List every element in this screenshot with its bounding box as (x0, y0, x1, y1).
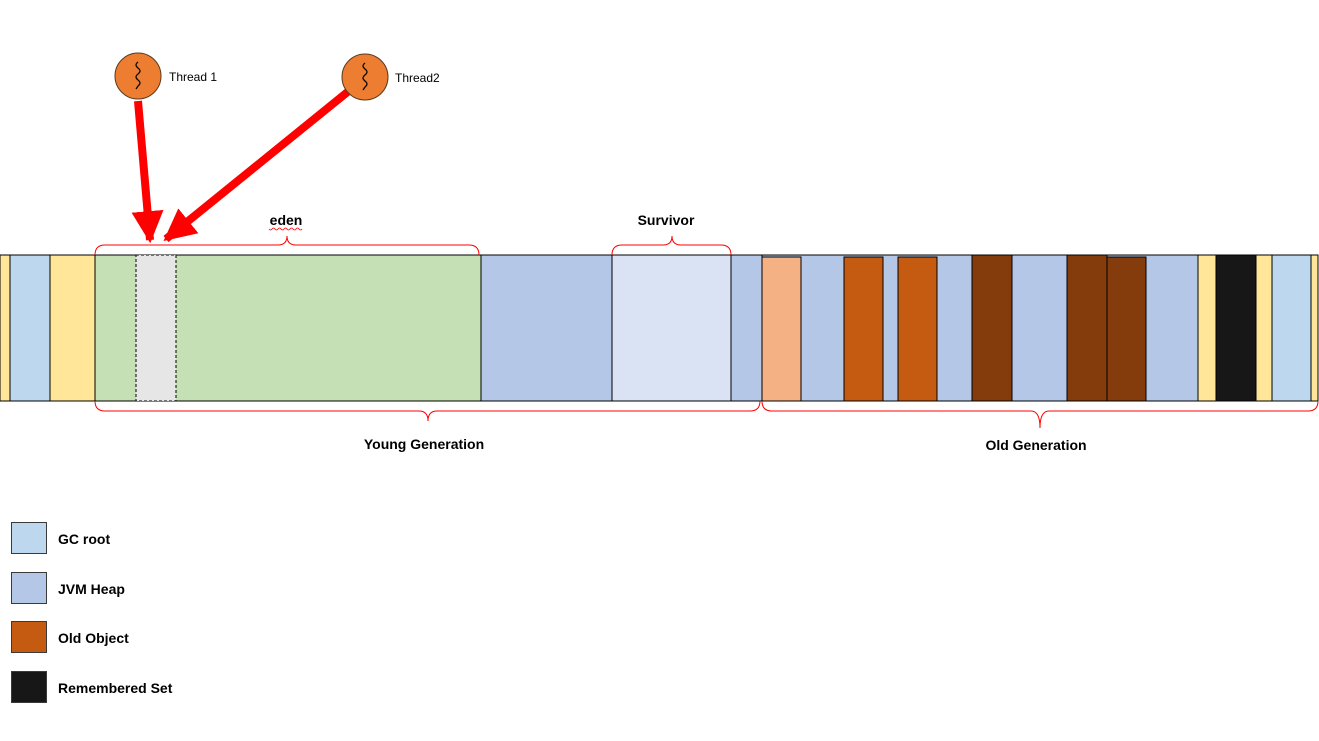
old-object-dark (1106, 256, 1147, 402)
thread2-label: Thread2 (395, 71, 440, 85)
legend-swatch (11, 621, 47, 653)
thread1-icon (114, 52, 162, 100)
heap-segment-yellow (1197, 254, 1217, 402)
legend-label: Remembered Set (58, 680, 173, 696)
survivor-brace (611, 235, 732, 256)
thread1-label: Thread 1 (169, 70, 217, 84)
legend-label: JVM Heap (58, 581, 125, 597)
legend-swatch (11, 671, 47, 703)
heap-segment-yellow (49, 254, 96, 402)
eden-label: eden (270, 212, 303, 228)
legend-item-jvm-heap: JVM Heap (10, 572, 310, 606)
heap-segment-yellow (1310, 254, 1319, 402)
heap-segment-yellow (1255, 254, 1273, 402)
old-object (897, 256, 938, 402)
old-generation-label: Old Generation (985, 437, 1086, 453)
legend-item-remembered-set: Remembered Set (10, 671, 310, 705)
young-generation-brace (94, 400, 761, 422)
thread-squiggle-icon (135, 61, 141, 90)
legend-item-gc-root: GC root (10, 522, 310, 556)
young-object-light (761, 256, 802, 402)
heap-segment-yellow (0, 254, 11, 402)
legend-item-old-object: Old Object (10, 621, 310, 655)
heap-bar (0, 254, 1319, 402)
legend-swatch (11, 572, 47, 604)
eden-spellcheck-underline (268, 227, 303, 231)
tlab-block (135, 254, 177, 402)
heap-segment-jvm-heap (480, 254, 613, 402)
legend-label: GC root (58, 531, 111, 547)
old-generation-brace (761, 400, 1319, 429)
old-object-dark (1066, 254, 1108, 402)
eden-brace (94, 235, 480, 256)
legend-label: Old Object (58, 630, 129, 646)
remembered-set-block (1215, 254, 1257, 402)
old-object (843, 256, 884, 402)
young-generation-label: Young Generation (364, 436, 484, 452)
thread1-allocation-arrow (131, 100, 164, 244)
thread1-node: Thread 1 (114, 52, 217, 100)
legend-swatch (11, 522, 47, 554)
thread2-node: Thread2 (341, 53, 440, 101)
heap-segment-gc-root (9, 254, 51, 402)
heap-segment-gc-root (1271, 254, 1312, 402)
heap-segment-jvm-heap (730, 254, 763, 402)
thread2-allocation-arrow (163, 86, 353, 243)
thread-squiggle-icon (362, 62, 368, 91)
survivor-label: Survivor (638, 212, 695, 228)
old-object-dark (971, 254, 1013, 402)
thread2-icon (341, 53, 389, 101)
survivor-space (611, 254, 732, 402)
